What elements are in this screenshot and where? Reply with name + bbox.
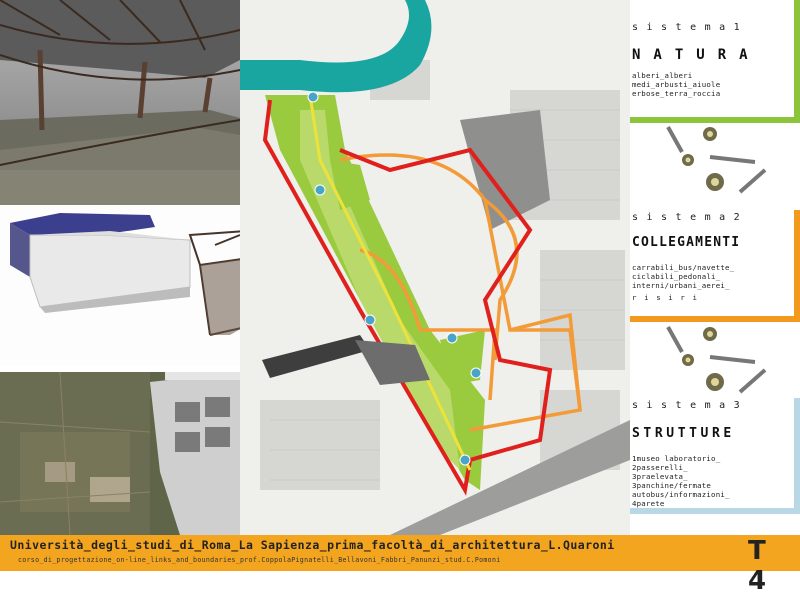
strutture-line-6: 4parete <box>632 499 665 508</box>
aerial-photo-image <box>0 372 240 535</box>
strutture-line-1: 1museo laboratorio_ <box>632 454 721 463</box>
collegamenti-line-2: ciclabili_pedonali_ <box>632 272 721 281</box>
footer-title: Università_degli_studi_di_Roma_La Sapien… <box>10 538 615 552</box>
strutture-line-3: 3praelevata_ <box>632 472 688 481</box>
natura-title: NATURA <box>632 47 761 63</box>
bench-figure-icon <box>666 126 767 194</box>
strutture-title: STRUTTURE <box>632 426 735 441</box>
strutture-line-5: autobus/informazioni_ <box>632 490 730 499</box>
roof-structure-render <box>0 0 240 205</box>
strutture-line-2: 2passerelli_ <box>632 463 688 472</box>
bench-figure-icon-2 <box>666 326 767 394</box>
sistema3-label: sistema3 <box>632 400 749 411</box>
site-plan-map <box>240 0 630 535</box>
strutture-color-bar <box>794 398 800 513</box>
footer-subtitle: corso_di_progettazione_on-line_links_and… <box>18 556 501 564</box>
strutture-color-underline <box>630 508 800 514</box>
sistema1-label: sistema1 <box>632 22 749 33</box>
sheet-code: T 4 <box>748 536 771 596</box>
site-plan-image <box>240 0 630 535</box>
aerial-photo <box>0 372 240 535</box>
roof-render-image <box>0 0 240 205</box>
natura-color-underline <box>630 117 800 123</box>
natura-icons <box>630 122 800 197</box>
footer-bar: Università_degli_studi_di_Roma_La Sapien… <box>0 535 800 596</box>
collegamenti-line-1: carrabili_bus/navette_ <box>632 263 735 272</box>
sistema2-label: sistema2 <box>632 212 749 223</box>
collegamenti-color-underline <box>630 316 800 322</box>
natura-color-bar <box>794 0 800 120</box>
collegamenti-icons <box>630 322 800 397</box>
natura-line-2: medi_arbusti_aiuole <box>632 80 721 89</box>
collegamenti-color-bar <box>794 210 800 320</box>
collegamenti-title: COLLEGAMENTI <box>632 235 741 250</box>
strutture-line-4: 3panchine/fermate <box>632 481 712 490</box>
natura-line-1: alberi_alberi <box>632 71 693 80</box>
collegamenti-line-4: r i s i r i <box>632 293 699 302</box>
natura-line-3: erbose_terra_roccia <box>632 89 721 98</box>
collegamenti-line-3: interni/urbani_aerei_ <box>632 281 730 290</box>
